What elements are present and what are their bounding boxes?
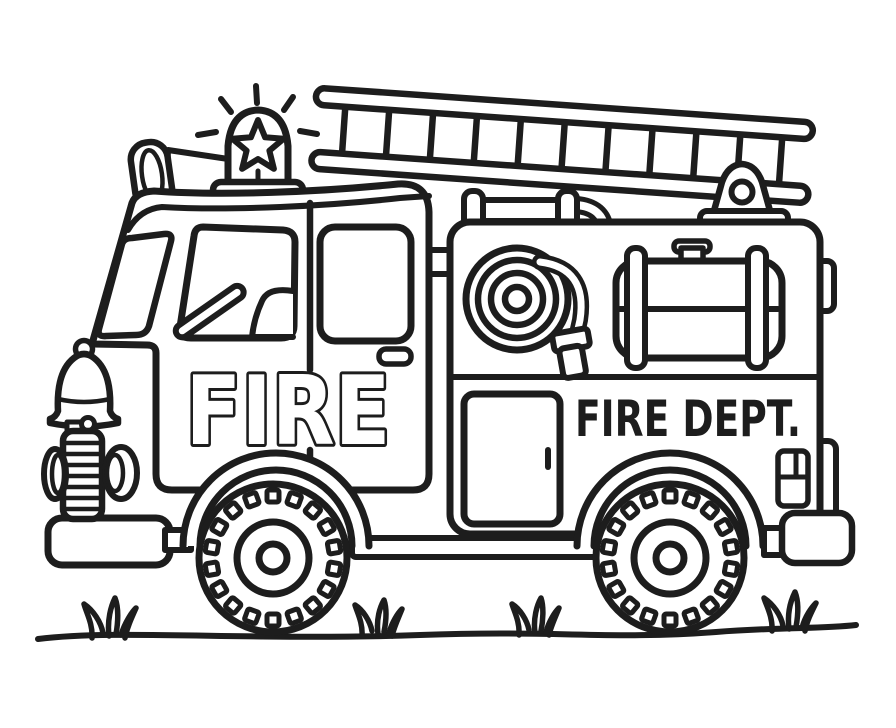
grass-tuft xyxy=(81,595,139,641)
grass-tufts xyxy=(81,589,819,641)
front-bumper xyxy=(44,514,194,569)
siren-rays xyxy=(195,83,320,138)
hose-reel xyxy=(462,244,572,354)
rear-hub-center xyxy=(652,540,688,576)
seat-back xyxy=(249,287,296,340)
cab-door-handle xyxy=(376,346,414,367)
ladder-bottom-rail xyxy=(308,148,812,206)
roof-ladder xyxy=(308,85,817,206)
rear-wheel xyxy=(592,480,748,636)
grass-tuft xyxy=(352,597,405,639)
artwork: FIRE DEPT. xyxy=(35,83,859,642)
siren-star xyxy=(229,117,287,172)
water-tank xyxy=(612,238,786,371)
bell-dome xyxy=(46,350,122,430)
rear-body: FIRE DEPT. xyxy=(446,218,824,538)
headlights xyxy=(41,444,140,502)
tank-strap-left xyxy=(624,245,648,371)
grass-tuft xyxy=(509,595,562,638)
roof-band xyxy=(125,193,432,233)
latch-box xyxy=(775,448,811,509)
front-hub-center xyxy=(255,540,291,576)
bracket-hole xyxy=(728,178,756,206)
quarter-window xyxy=(95,230,175,340)
cab: FIRE xyxy=(88,180,433,494)
ladder-top-rail xyxy=(312,85,817,143)
cab-lettering: FIRE xyxy=(186,357,391,467)
hose-nozzle xyxy=(532,254,593,381)
body-lettering: FIRE DEPT. xyxy=(575,390,801,448)
steering-wheel xyxy=(172,282,247,341)
siren-light xyxy=(209,106,307,206)
door-window xyxy=(316,223,415,345)
grass-tuft xyxy=(761,589,819,634)
front-wheel xyxy=(195,480,351,636)
rear-bumper xyxy=(761,509,856,567)
tank-strap-right xyxy=(745,245,769,371)
compartment-door xyxy=(460,390,564,528)
running-board xyxy=(349,535,603,560)
